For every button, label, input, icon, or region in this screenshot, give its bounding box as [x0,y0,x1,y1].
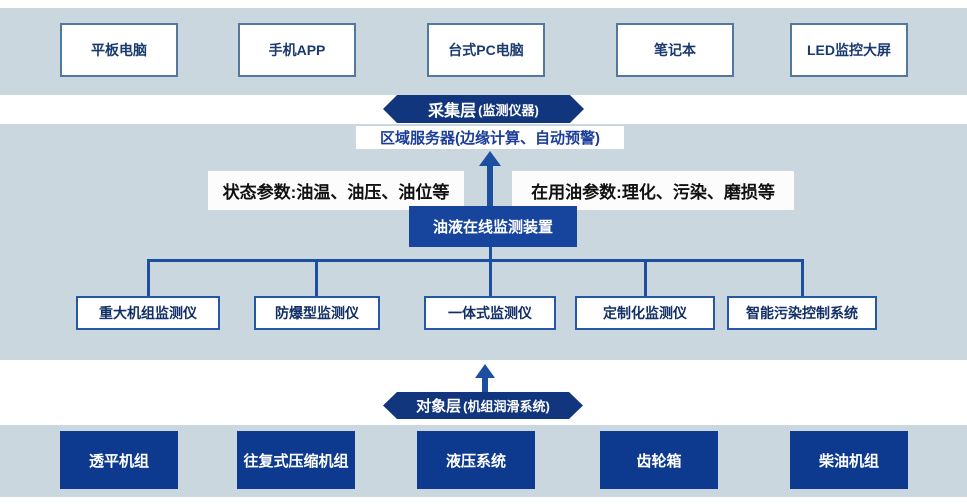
unit-box-reciprocating-compressor: 往复式压缩机组 [237,431,355,489]
device-box-led-screen: LED监控大屏 [790,23,908,77]
connector-stub-1 [147,260,150,296]
central-device-box: 油液在线监测装置 [409,206,577,247]
arrow-up-shaft [482,378,488,393]
unit-box-turbine: 透平机组 [60,431,178,489]
monitor-box-customized: 定制化监测仪 [575,296,715,330]
device-box-laptop: 笔记本 [616,23,734,77]
monitor-box-integrated: 一体式监测仪 [424,296,556,330]
connector-stub-5 [801,260,804,296]
object-layer-badge: 对象层 (机组润滑系统) [383,392,583,419]
unit-box-diesel: 柴油机组 [790,431,908,489]
device-box-phone-app: 手机APP [238,23,356,77]
connector-stub-2 [315,260,318,296]
arrow-up-icon [475,364,495,378]
collection-layer-badge-subtitle: (监测仪器) [478,102,539,118]
monitor-box-explosion-proof: 防爆型监测仪 [254,296,380,330]
monitor-box-major-unit: 重大机组监测仪 [76,296,220,330]
arrow-up-shaft [487,166,493,206]
collection-layer-badge-title: 采集层 [428,103,477,120]
monitor-box-pollution-control: 智能污染控制系统 [727,296,877,330]
device-box-tablet: 平板电脑 [60,23,178,77]
device-box-desktop-pc: 台式PC电脑 [427,23,545,77]
object-layer-badge-subtitle: (机组润滑系统) [463,399,550,414]
status-params-label: 状态参数:油温、油压、油位等 [208,171,464,210]
unit-box-hydraulic: 液压系统 [417,431,535,489]
connector-center-stub [489,247,492,296]
connector-horizontal-line [147,259,804,262]
collection-layer-badge: 采集层 (监测仪器) [383,95,584,123]
arrow-up-icon [479,151,501,166]
unit-box-gearbox: 齿轮箱 [600,431,718,489]
object-layer-badge-title: 对象层 [416,398,462,415]
regional-server-box: 区域服务器(边缘计算、自动预警) [356,126,624,149]
connector-stub-4 [644,260,647,296]
oil-params-label: 在用油参数:理化、污染、磨损等 [512,171,794,210]
